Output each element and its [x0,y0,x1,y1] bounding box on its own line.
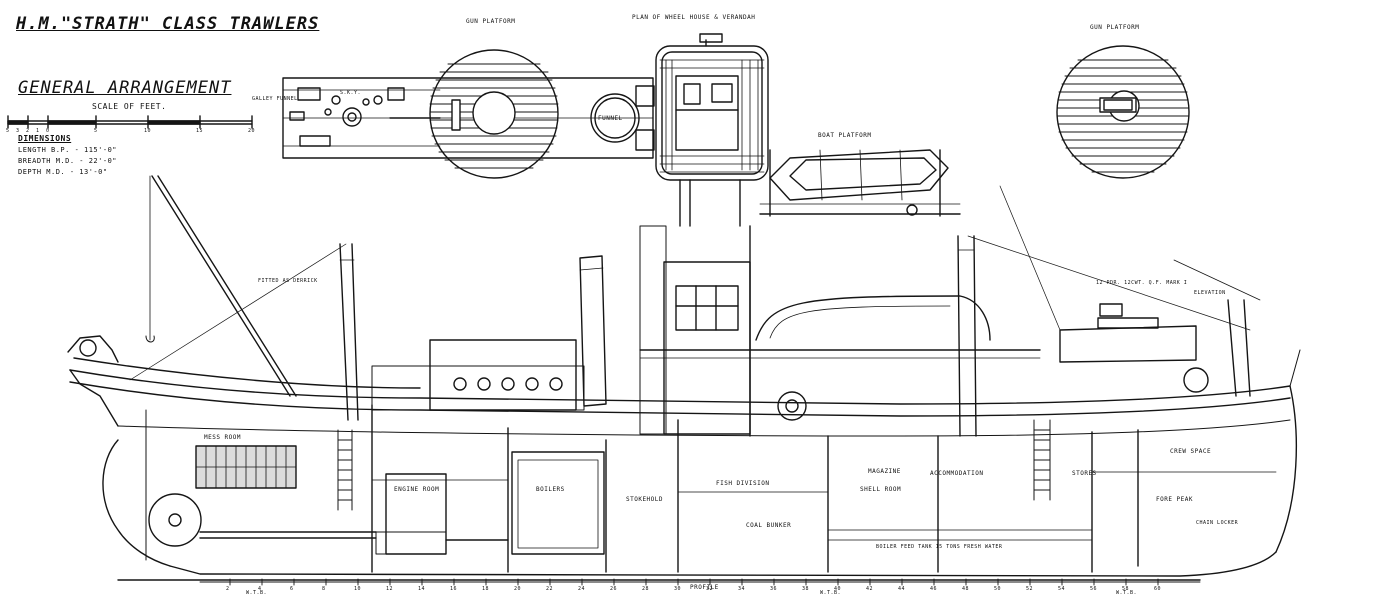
frame-number: 8 [322,586,326,592]
frame-number: 12 [386,586,394,592]
frame-number: 38 [802,586,810,592]
frame-number: 36 [770,586,778,592]
dimension-breadth: BREADTH M.D. - 22'-0" [18,157,118,165]
scale-tick: 15 [196,128,204,134]
label-gun-platform-right: GUN PLATFORM [1090,24,1140,31]
dimensions-heading: DIMENSIONS [18,134,72,143]
label-fish-division: FISH DIVISION [716,480,770,487]
drawing-title: H.M."STRATH" CLASS TRAWLERS [16,14,320,34]
scale-tick: 2 [26,128,30,134]
scale-tick: 20 [248,128,256,134]
dimension-depth: DEPTH M.D. - 13'-0" [18,168,108,176]
frame-number: 28 [642,586,650,592]
label-boat-platform: BOAT PLATFORM [818,132,872,139]
scale-tick: 3 [16,128,20,134]
frame-number: 20 [514,586,522,592]
label-accommodation: ACCOMMODATION [930,470,984,477]
frame-number: 32 [706,586,714,592]
frame-number: 26 [610,586,618,592]
scale-tick: 1 [36,128,40,134]
frame-number: 18 [482,586,490,592]
label-chain-locker: CHAIN LOCKER [1196,520,1239,526]
wheelhouse-plan [655,33,769,227]
label-elevation: ELEVATION [1194,290,1226,296]
label-sky: S.K.Y. [340,90,362,96]
label-gun-platform-left: GUN PLATFORM [466,18,516,25]
frame-number: 2 [226,586,230,592]
frame-number: 56 [1090,586,1098,592]
frame-number: 40 [834,586,842,592]
deck-plan [282,77,655,159]
frame-number: 58 [1122,586,1130,592]
label-mess-room: MESS ROOM [204,434,242,441]
label-water-tank: BOILER FEED TANK 15 TONS FRESH WATER [876,544,1003,550]
frame-number: 34 [738,586,746,592]
frame-number: 48 [962,586,970,592]
frame-number: 44 [898,586,906,592]
frame-number: 22 [546,586,554,592]
scale-label: SCALE OF FEET. [92,102,167,111]
frame-number: 30 [674,586,682,592]
label-fore-peak: FORE PEAK [1156,496,1194,503]
scale-tick: 10 [144,128,152,134]
hull-profile [69,349,1301,581]
boat-platform [759,149,961,217]
scale-tick: 5 [94,128,98,134]
frame-scale [199,578,1201,586]
label-wtb-aft: W.T.B. [246,590,268,596]
frame-number: 54 [1058,586,1066,592]
frame-number: 52 [1026,586,1034,592]
label-coal-bunker: COAL BUNKER [746,522,792,529]
frame-number: 14 [418,586,426,592]
label-gun: 12 PDR. 12CWT. Q.F. MARK I [1096,280,1188,286]
superstructure [67,175,1261,437]
scale-tick: 5 [6,128,10,134]
label-wheelhouse-plan: PLAN OF WHEEL HOUSE & VERANDAH [632,14,756,21]
frame-number: 16 [450,586,458,592]
label-funnel: FUNNEL [598,115,623,122]
dimension-length: LENGTH B.P. - 115'-0" [18,146,118,154]
label-boilers: BOILERS [536,486,565,493]
frame-number: 10 [354,586,362,592]
label-shell-room: SHELL ROOM [860,486,902,493]
gun-platform-right [1056,45,1190,179]
label-galley-funnel: GALLEY FUNNEL [252,96,298,102]
frame-number: 50 [994,586,1002,592]
scale-bar [7,115,253,129]
frame-number: 6 [290,586,294,592]
frame-number: 60 [1154,586,1162,592]
frame-number: 24 [578,586,586,592]
gun-platform-left [429,49,559,179]
drawing-subtitle: GENERAL ARRANGEMENT [18,78,232,98]
label-wtb-fore: W.T.B. [1116,590,1138,596]
label-stores: STORES [1072,470,1097,477]
frame-number: 4 [258,586,262,592]
frame-number: 46 [930,586,938,592]
label-magazine: MAGAZINE [868,468,901,475]
label-crew-space: CREW SPACE [1170,448,1212,455]
label-profile: PROFILE [690,584,719,591]
label-engine-room: ENGINE ROOM [394,486,440,493]
label-wtb-mid: W.T.B. [820,590,842,596]
label-fitted-derrick: FITTED AS DERRICK [258,278,318,284]
scale-tick: 0 [46,128,50,134]
label-stokehold: STOKEHOLD [626,496,664,503]
frame-number: 42 [866,586,874,592]
